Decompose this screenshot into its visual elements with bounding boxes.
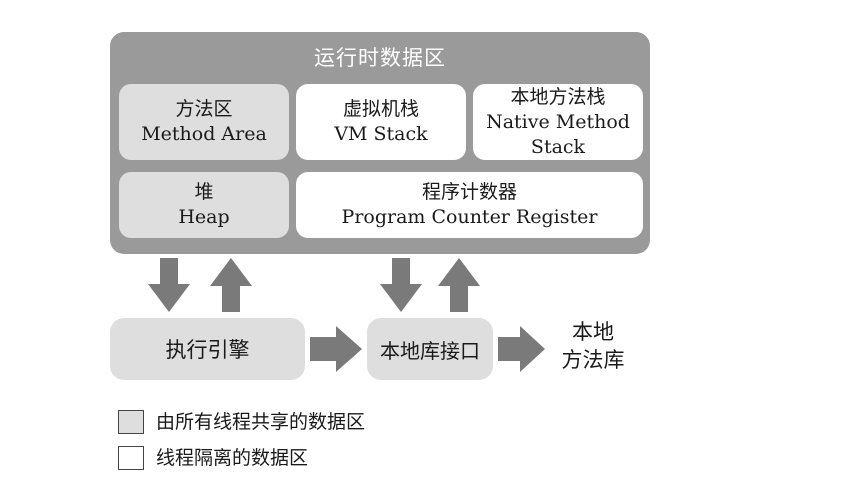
pc-register-en: Program Counter Register <box>341 206 598 228</box>
legend-isolated-swatch <box>118 446 144 470</box>
native-interface-box: 本地库接口 <box>367 318 493 380</box>
arrow-right-engine-to-interface <box>310 326 362 372</box>
vm-stack-en: VM Stack <box>334 123 428 145</box>
heap-box: 堆 Heap <box>119 172 289 238</box>
legend-shared-label: 由所有线程共享的数据区 <box>156 411 366 433</box>
native-library-line1: 本地 <box>572 320 614 344</box>
native-library-line2: 方法库 <box>561 348 625 372</box>
native-method-stack-en-line1: Native Method <box>486 110 630 133</box>
runtime-data-area-title: 运行时数据区 <box>314 46 446 70</box>
pc-register-box: 程序计数器 Program Counter Register <box>296 172 643 238</box>
legend-isolated-label: 线程隔离的数据区 <box>156 447 309 469</box>
pc-register-zh: 程序计数器 <box>421 181 517 203</box>
heap-en: Heap <box>178 206 230 228</box>
method-area-zh: 方法区 <box>175 98 233 120</box>
native-library-label: 本地 方法库 <box>548 318 638 374</box>
arrow-down-to-engine <box>148 258 190 312</box>
vm-stack-zh: 虚拟机栈 <box>342 98 419 120</box>
execution-engine-label: 执行引擎 <box>165 338 250 362</box>
arrow-up-from-native-interface <box>438 258 480 312</box>
native-method-stack-zh: 本地方法栈 <box>510 85 606 108</box>
arrow-up-from-engine <box>210 258 252 312</box>
execution-engine-box: 执行引擎 <box>110 318 305 380</box>
method-area-en: Method Area <box>141 123 267 145</box>
legend-shared-swatch <box>118 410 144 434</box>
native-interface-label: 本地库接口 <box>380 338 480 363</box>
heap-zh: 堆 <box>194 181 214 203</box>
native-method-stack-en-line2: Stack <box>530 135 586 158</box>
arrow-right-interface-to-library <box>498 326 545 372</box>
vm-stack-box: 虚拟机栈 VM Stack <box>296 84 466 160</box>
arrow-down-to-native-interface <box>380 258 422 312</box>
method-area-box: 方法区 Method Area <box>119 84 289 160</box>
native-method-stack-box: 本地方法栈 Native Method Stack <box>473 84 643 160</box>
